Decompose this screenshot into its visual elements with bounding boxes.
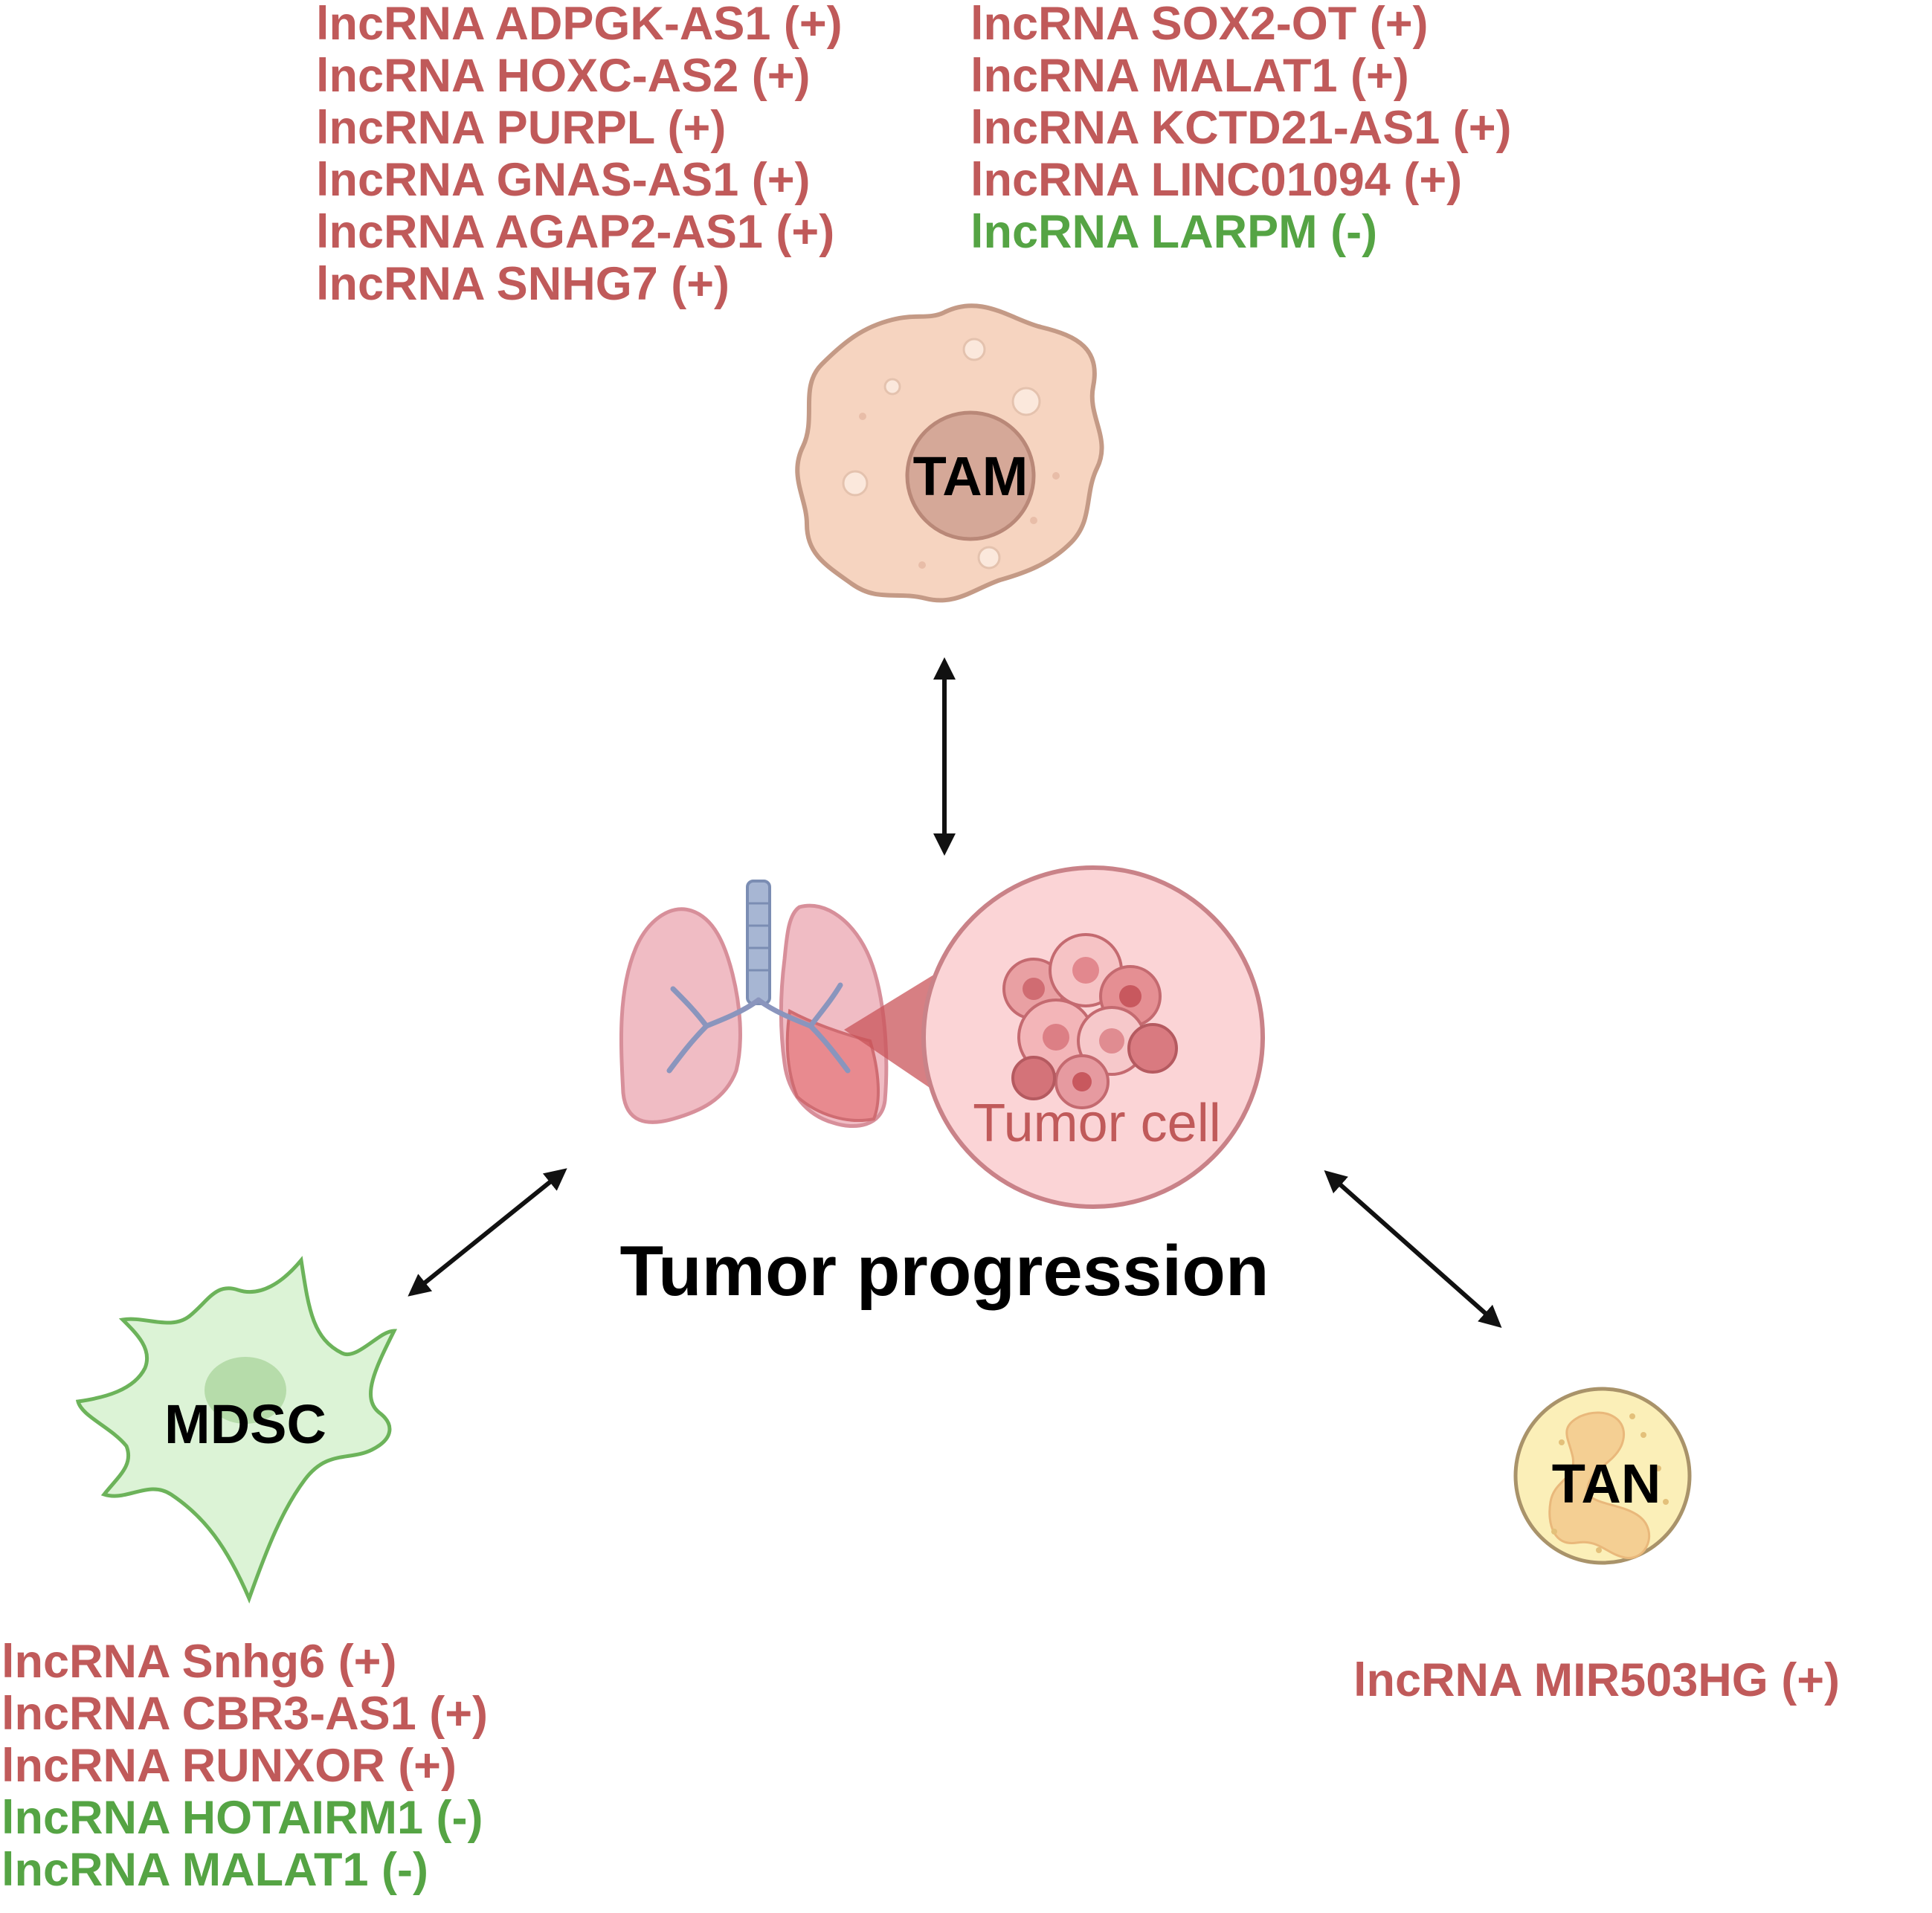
arrow-mdsc-tumor: [408, 1168, 567, 1297]
lncrna-item: lncRNA AGAP2-AS1 (+): [316, 206, 835, 258]
mdsc-label: MDSC: [164, 1393, 326, 1455]
tan-cell: [1513, 1387, 1692, 1565]
tumor-progression-title: Tumor progression: [619, 1231, 1269, 1311]
lncrna-item: lncRNA HOXC-AS2 (+): [316, 50, 811, 102]
tan-lncrna-list: lncRNA MIR503HG (+): [1353, 1654, 1840, 1706]
mdsc-lncrna-list: lncRNA Snhg6 (+)lncRNA CBR3-AS1 (+)lncRN…: [1, 1636, 488, 1896]
lncrna-item: lncRNA PURPL (+): [316, 102, 727, 154]
lungs-illustration: [619, 880, 959, 1129]
tam-lncrna-list-left: lncRNA ADPGK-AS1 (+)lncRNA HOXC-AS2 (+)l…: [316, 0, 843, 310]
tumor-cell-cluster: [1002, 933, 1178, 1109]
lncrna-item: lncRNA LINC01094 (+): [970, 154, 1463, 206]
tumor-cell-label: Tumor cell: [973, 1094, 1221, 1153]
lncrna-item: lncRNA LARPM (-): [970, 206, 1378, 258]
lncrna-item: lncRNA MALAT1 (+): [970, 50, 1409, 102]
lncrna-item: lncRNA MIR503HG (+): [1353, 1654, 1841, 1706]
tam-lncrna-list-right: lncRNA SOX2-OT (+)lncRNA MALAT1 (+)lncRN…: [970, 0, 1512, 258]
tam-label: TAM: [912, 445, 1028, 507]
lncrna-item: lncRNA RUNXOR (+): [1, 1740, 457, 1792]
arrow-tan-tumor: [1324, 1170, 1502, 1328]
lncrna-item: lncRNA SNHG7 (+): [316, 258, 730, 310]
lncrna-item: lncRNA SOX2-OT (+): [970, 0, 1429, 50]
tumor-cell-zoom: [921, 865, 1265, 1209]
lncrna-item: lncRNA HOTAIRM1 (-): [1, 1792, 483, 1844]
tam-cell: [795, 303, 1104, 603]
mdsc-cell: [75, 1256, 398, 1604]
lncrna-item: lncRNA MALAT1 (-): [1, 1844, 428, 1896]
lncrna-item: lncRNA Snhg6 (+): [1, 1636, 397, 1688]
tam-nucleus: [905, 410, 1036, 541]
mdsc-nucleus: [205, 1357, 286, 1424]
lncrna-item: lncRNA CBR3-AS1 (+): [1, 1688, 488, 1740]
lncrna-item: lncRNA GNAS-AS1 (+): [316, 154, 811, 206]
lncrna-item: lncRNA ADPGK-AS1 (+): [316, 0, 843, 50]
tan-nucleus: [1548, 1411, 1651, 1559]
lncrna-item: lncRNA KCTD21-AS1 (+): [970, 102, 1512, 154]
tan-label: TAN: [1551, 1453, 1661, 1514]
